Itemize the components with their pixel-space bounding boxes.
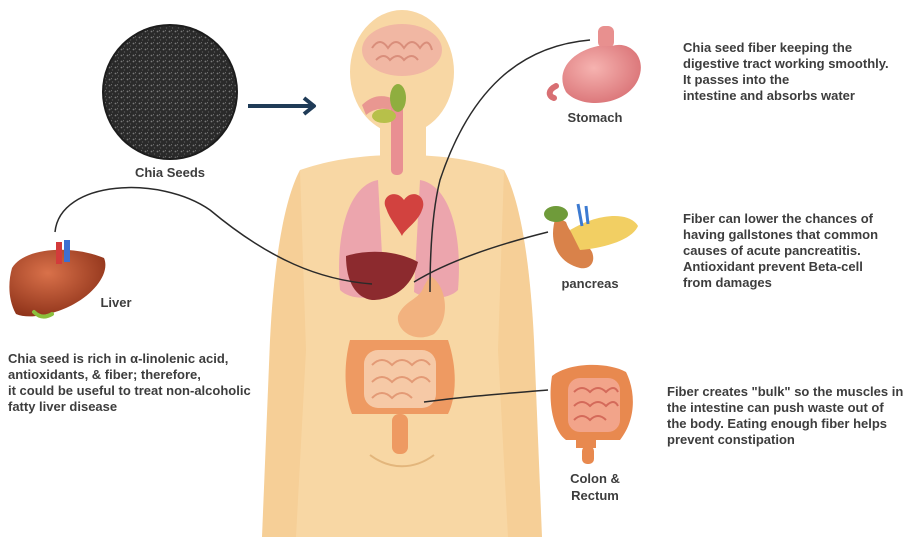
colon-icon — [550, 364, 633, 464]
connector-pancreas — [413, 231, 549, 283]
stomach-body-icon — [397, 276, 446, 338]
pancreas-label: pancreas — [561, 276, 619, 291]
connector-colon — [423, 389, 549, 403]
throat-icon — [362, 84, 406, 175]
connector-stomach — [429, 39, 591, 293]
arrow-right-icon — [248, 96, 316, 116]
stomach-icon — [546, 26, 641, 104]
liver-icon — [9, 240, 106, 319]
brain-icon — [362, 24, 442, 76]
colon-description: Fiber creates "bulk" so the muscles in t… — [667, 384, 904, 447]
liver-body-icon — [346, 251, 418, 300]
liver-description: Chia seed is rich in α-linolenic acid, a… — [8, 351, 251, 414]
stomach-label: Stomach — [567, 110, 623, 125]
intestines-body-icon — [345, 340, 455, 454]
pancreas-description: Fiber can lower the chances of having ga… — [683, 211, 879, 290]
colon-label: Colon & Rectum — [570, 471, 620, 503]
connector-lines — [54, 39, 591, 403]
stomach-description: Chia seed fiber keeping the digestive tr… — [683, 40, 889, 103]
liver-label: Liver — [100, 295, 132, 310]
heart-icon — [384, 194, 424, 236]
chia-seeds-icon — [102, 24, 238, 160]
pancreas-icon — [544, 203, 638, 269]
chia-seeds-label: Chia Seeds — [134, 165, 206, 180]
connector-liver — [54, 186, 373, 285]
